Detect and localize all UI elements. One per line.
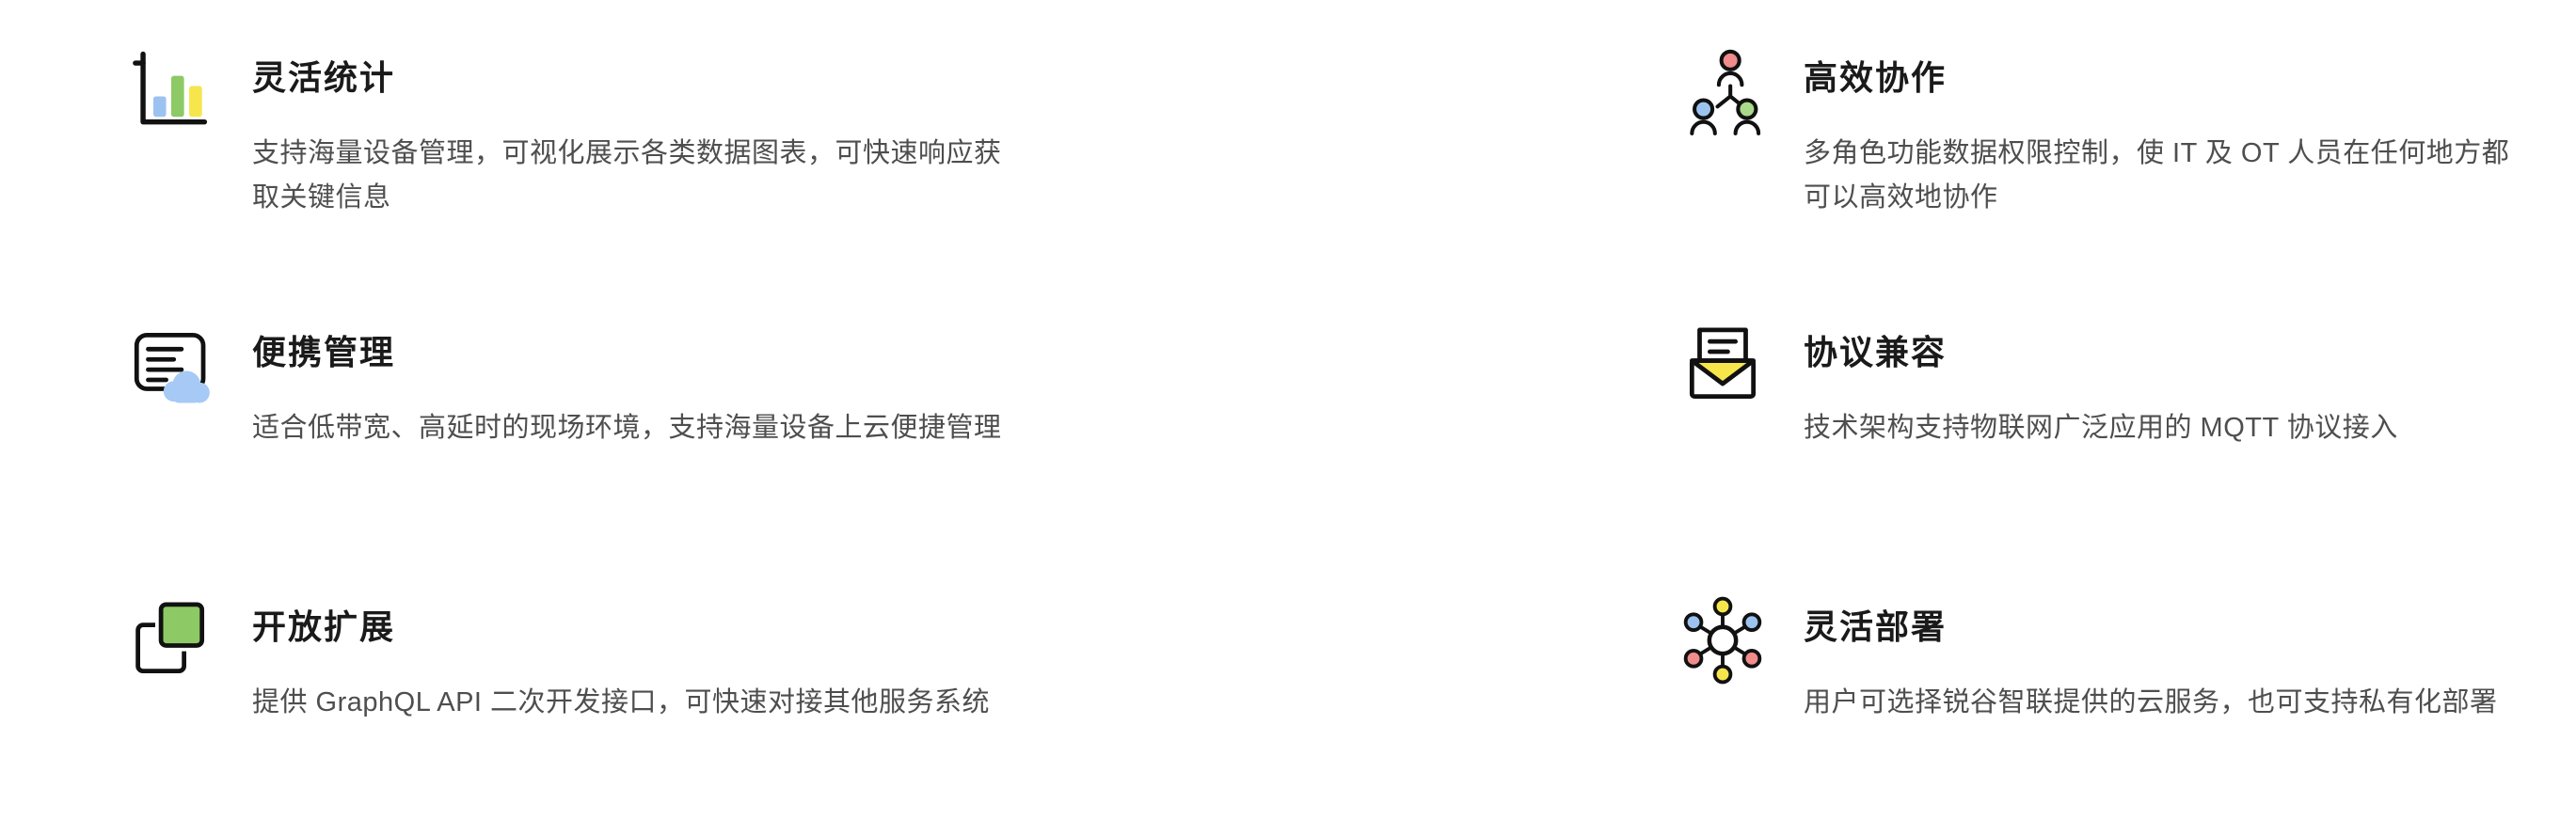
feature-card-portable-management: 便携管理 适合低带宽、高延时的现场环境，支持海量设备上云便捷管理 xyxy=(124,320,1676,508)
feature-text: 灵活统计 支持海量设备管理，可视化展示各类数据图表，可快速响应获取关键信息 xyxy=(252,45,1014,220)
feature-text: 高效协作 多角色功能数据权限控制，使 IT 及 OT 人员在任何地方都可以高效地… xyxy=(1804,45,2528,220)
overlapping-squares-icon xyxy=(124,594,218,688)
feature-description: 适合低带宽、高延时的现场环境，支持海量设备上云便捷管理 xyxy=(252,413,1002,443)
feature-text: 便携管理 适合低带宽、高延时的现场环境，支持海量设备上云便捷管理 xyxy=(252,320,1002,450)
bar-chart-icon xyxy=(124,45,218,139)
features-column-left: 灵活统计 支持海量设备管理，可视化展示各类数据图表，可快速响应获取关键信息 xyxy=(124,45,1676,782)
feature-description: 技术架构支持物联网广泛应用的 MQTT 协议接入 xyxy=(1804,413,2398,443)
feature-card-protocol-compatibility: 协议兼容 技术架构支持物联网广泛应用的 MQTT 协议接入 xyxy=(1676,320,2576,508)
server-cloud-icon xyxy=(124,320,218,414)
feature-title: 协议兼容 xyxy=(1804,333,1948,371)
feature-title: 灵活部署 xyxy=(1804,607,1948,646)
feature-description: 提供 GraphQL API 二次开发接口，可快速对接其他服务系统 xyxy=(252,687,991,717)
feature-title: 开放扩展 xyxy=(252,607,396,646)
feature-text: 协议兼容 技术架构支持物联网广泛应用的 MQTT 协议接入 xyxy=(1804,320,2398,450)
feature-description: 多角色功能数据权限控制，使 IT 及 OT 人员在任何地方都可以高效地协作 xyxy=(1804,138,2510,213)
feature-description: 支持海量设备管理，可视化展示各类数据图表，可快速响应获取关键信息 xyxy=(252,138,1002,213)
feature-title: 高效协作 xyxy=(1804,58,1948,97)
features-grid: 灵活统计 支持海量设备管理，可视化展示各类数据图表，可快速响应获取关键信息 xyxy=(124,45,2576,782)
team-icon xyxy=(1676,45,1770,139)
feature-description: 用户可选择锐谷智联提供的云服务，也可支持私有化部署 xyxy=(1804,687,2498,717)
open-mail-icon xyxy=(1676,320,1770,414)
feature-title: 便携管理 xyxy=(252,333,396,371)
feature-card-flexible-deployment: 灵活部署 用户可选择锐谷智联提供的云服务，也可支持私有化部署 xyxy=(1676,594,2576,782)
feature-text: 开放扩展 提供 GraphQL API 二次开发接口，可快速对接其他服务系统 xyxy=(252,594,990,725)
features-column-right: 高效协作 多角色功能数据权限控制，使 IT 及 OT 人员在任何地方都可以高效地… xyxy=(1676,45,2576,782)
feature-title: 灵活统计 xyxy=(252,58,396,97)
feature-card-flexible-statistics: 灵活统计 支持海量设备管理，可视化展示各类数据图表，可快速响应获取关键信息 xyxy=(124,45,1676,233)
hub-network-icon xyxy=(1676,594,1770,688)
feature-card-open-extension: 开放扩展 提供 GraphQL API 二次开发接口，可快速对接其他服务系统 xyxy=(124,594,1676,782)
feature-text: 灵活部署 用户可选择锐谷智联提供的云服务，也可支持私有化部署 xyxy=(1804,594,2498,725)
feature-card-efficient-collaboration: 高效协作 多角色功能数据权限控制，使 IT 及 OT 人员在任何地方都可以高效地… xyxy=(1676,45,2576,233)
